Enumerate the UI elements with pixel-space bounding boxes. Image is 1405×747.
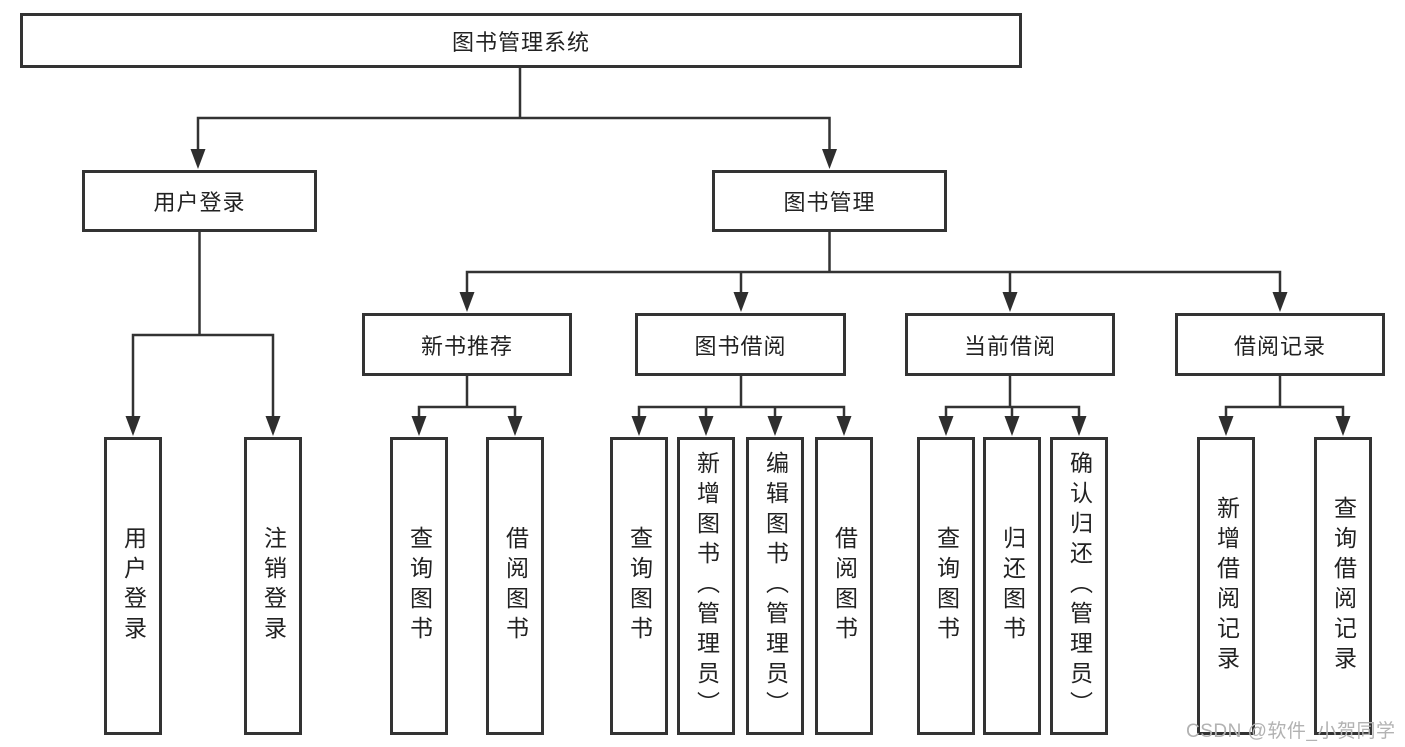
leaf-return-books: 归还图书 (983, 437, 1041, 735)
node-label: 新增借阅记录 (1213, 496, 1240, 676)
node-label: 图书管理 (783, 190, 876, 215)
node-label: 借阅图书 (831, 526, 858, 646)
node-new-book-recommendation: 新书推荐 (362, 313, 572, 376)
node-label: 确认归还（管理员） (1066, 451, 1093, 721)
node-library-management-system: 图书管理系统 (20, 13, 1022, 68)
leaf-add-books-admin: 新增图书（管理员） (677, 437, 735, 735)
node-book-borrowing: 图书借阅 (635, 313, 846, 376)
leaf-borrow-books-recommend: 借阅图书 (486, 437, 544, 735)
node-label: 查询图书 (626, 526, 653, 646)
node-label: 借阅记录 (1233, 333, 1326, 359)
node-borrowing-records: 借阅记录 (1175, 313, 1385, 376)
node-book-management: 图书管理 (712, 170, 947, 232)
arrowheads (125, 149, 1351, 436)
node-current-borrowing: 当前借阅 (905, 313, 1115, 376)
leaf-confirm-return-admin: 确认归还（管理员） (1050, 437, 1108, 735)
node-label: 查询图书 (933, 526, 960, 646)
leaf-logout: 注销登录 (244, 437, 302, 735)
node-label: 图书管理系统 (451, 29, 590, 55)
node-label: 注销登录 (260, 526, 287, 646)
node-label: 查询图书 (406, 526, 433, 646)
node-label: 新增图书（管理员） (693, 451, 720, 721)
leaf-query-borrow-record: 查询借阅记录 (1314, 437, 1372, 735)
leaf-add-borrow-record: 新增借阅记录 (1197, 437, 1255, 735)
leaf-query-books-recommend: 查询图书 (390, 437, 448, 735)
leaf-borrow-books: 借阅图书 (815, 437, 873, 735)
node-label: 归还图书 (999, 526, 1026, 646)
node-label: 借阅图书 (502, 526, 529, 646)
node-label: 查询借阅记录 (1330, 496, 1357, 676)
leaf-user-login: 用户登录 (104, 437, 162, 735)
leaf-query-books-borrowing: 查询图书 (610, 437, 668, 735)
node-label: 新书推荐 (420, 333, 513, 359)
node-label: 用户登录 (153, 190, 246, 215)
leaf-query-books-current: 查询图书 (917, 437, 975, 735)
leaf-edit-books-admin: 编辑图书（管理员） (746, 437, 804, 735)
node-user-login: 用户登录 (82, 170, 317, 232)
node-label: 当前借阅 (963, 333, 1056, 359)
node-label: 用户登录 (120, 526, 147, 646)
node-label: 图书借阅 (694, 333, 787, 359)
node-label: 编辑图书（管理员） (762, 451, 789, 721)
